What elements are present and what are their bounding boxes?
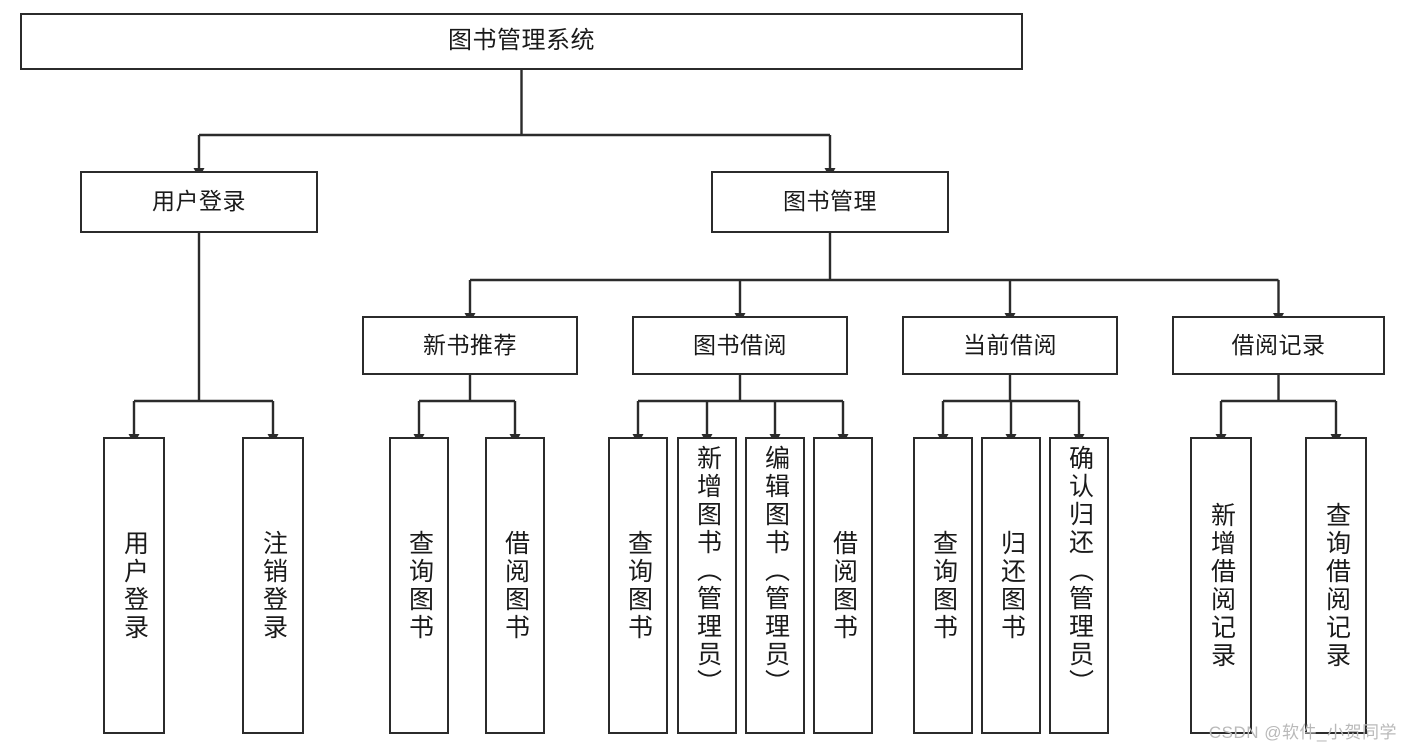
node-book-manage[interactable]: 图书管理	[711, 171, 949, 233]
node-leaf-borrow-book-label: 借阅图书	[829, 529, 858, 642]
node-book-borrow[interactable]: 图书借阅	[632, 316, 848, 375]
node-book-manage-label: 图书管理	[783, 188, 877, 215]
node-leaf-return-book[interactable]: 归还图书	[981, 437, 1041, 734]
node-leaf-query-book-borrow[interactable]: 查询图书	[608, 437, 668, 734]
node-leaf-query-book-cur-label: 查询图书	[929, 529, 958, 642]
node-leaf-query-book-rec[interactable]: 查询图书	[389, 437, 449, 734]
node-leaf-edit-book-label: 编辑图书（管理员）	[761, 445, 790, 697]
node-leaf-add-record[interactable]: 新增借阅记录	[1190, 437, 1252, 734]
node-user-login[interactable]: 用户登录	[80, 171, 318, 233]
node-leaf-add-book-label: 新增图书（管理员）	[693, 445, 722, 697]
node-leaf-borrow-book-rec-label: 借阅图书	[501, 529, 530, 642]
node-leaf-add-record-label: 新增借阅记录	[1207, 501, 1236, 670]
node-current-borrow[interactable]: 当前借阅	[902, 316, 1118, 375]
node-leaf-edit-book[interactable]: 编辑图书（管理员）	[745, 437, 805, 734]
node-root-system-label: 图书管理系统	[448, 27, 595, 55]
node-leaf-query-book-cur[interactable]: 查询图书	[913, 437, 973, 734]
node-leaf-logout-label: 注销登录	[259, 529, 288, 642]
node-new-book-rec[interactable]: 新书推荐	[362, 316, 578, 375]
node-leaf-user-login-label: 用户登录	[120, 529, 149, 642]
node-borrow-record-label: 借阅记录	[1231, 331, 1326, 358]
node-leaf-add-book[interactable]: 新增图书（管理员）	[677, 437, 737, 734]
node-new-book-rec-label: 新书推荐	[423, 331, 517, 358]
node-leaf-borrow-book[interactable]: 借阅图书	[813, 437, 873, 734]
node-current-borrow-label: 当前借阅	[963, 331, 1057, 358]
node-leaf-confirm-return-label: 确认归还（管理员）	[1065, 445, 1094, 697]
node-root-system[interactable]: 图书管理系统	[20, 13, 1023, 70]
node-leaf-query-record-label: 查询借阅记录	[1322, 501, 1351, 670]
node-leaf-user-login[interactable]: 用户登录	[103, 437, 165, 734]
node-leaf-query-book-borrow-label: 查询图书	[624, 529, 653, 642]
node-leaf-query-record[interactable]: 查询借阅记录	[1305, 437, 1367, 734]
node-user-login-label: 用户登录	[152, 188, 246, 215]
node-leaf-borrow-book-rec[interactable]: 借阅图书	[485, 437, 545, 734]
node-leaf-return-book-label: 归还图书	[997, 529, 1026, 642]
node-borrow-record[interactable]: 借阅记录	[1172, 316, 1385, 375]
node-leaf-query-book-rec-label: 查询图书	[405, 529, 434, 642]
node-book-borrow-label: 图书借阅	[693, 331, 787, 358]
node-leaf-logout[interactable]: 注销登录	[242, 437, 304, 734]
node-leaf-confirm-return[interactable]: 确认归还（管理员）	[1049, 437, 1109, 734]
csdn-watermark: CSDN @软件_小贺同学	[1208, 723, 1397, 742]
